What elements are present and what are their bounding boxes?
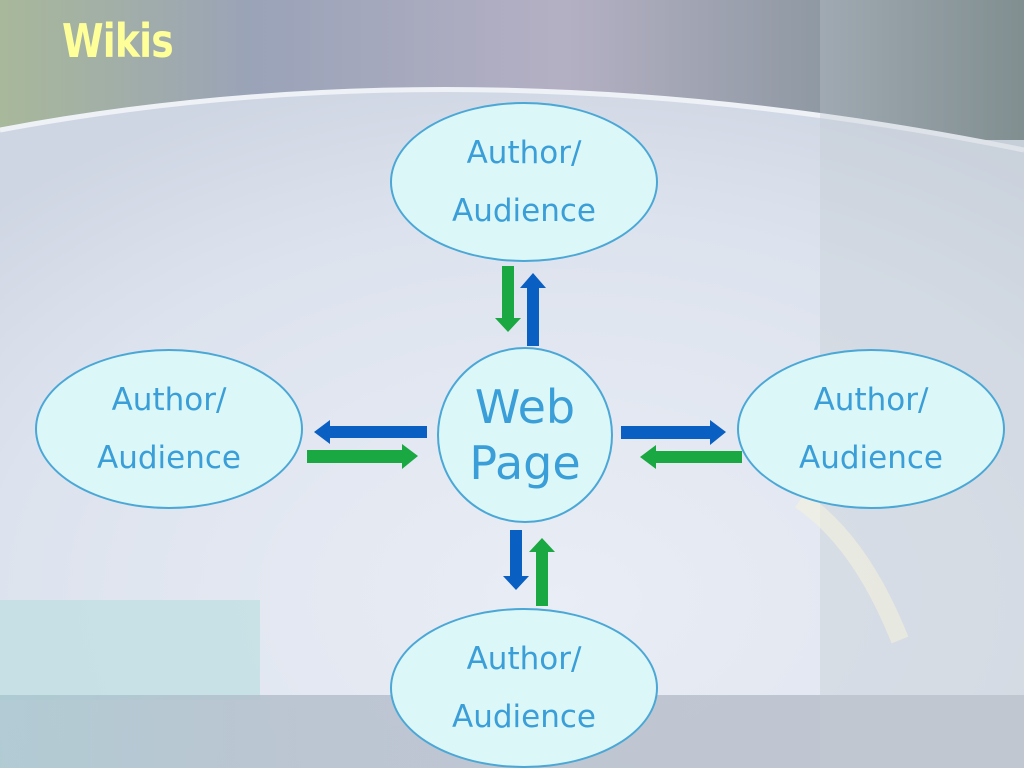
- arrow-right-right-blue: [621, 420, 726, 445]
- center-line2: Page: [469, 436, 581, 490]
- center-line1: Web: [474, 380, 576, 434]
- node-top-line2: Audience: [452, 193, 596, 229]
- node-left: Author/ Audience: [35, 349, 303, 509]
- arrow-left-right-green: [307, 444, 418, 469]
- node-left-line2: Audience: [97, 440, 241, 476]
- node-bottom-line1: Author/: [466, 641, 582, 677]
- node-top-line1: Author/: [466, 135, 582, 171]
- node-web-page: Web Page: [437, 347, 613, 523]
- node-right-line2: Audience: [799, 440, 943, 476]
- node-bottom: Author/ Audience: [390, 608, 658, 768]
- arrow-bottom-down-blue: [503, 530, 529, 590]
- slide-title: Wikis: [62, 14, 174, 68]
- node-right: Author/ Audience: [737, 349, 1005, 509]
- arrow-left-left-blue: [314, 420, 427, 444]
- arrow-bottom-up-green: [529, 538, 555, 606]
- arrow-top-up-blue: [520, 273, 546, 346]
- node-bottom-line2: Audience: [452, 699, 596, 735]
- arrow-right-left-green: [640, 445, 742, 469]
- node-top: Author/ Audience: [390, 102, 658, 262]
- node-left-line1: Author/: [111, 382, 227, 418]
- node-right-line1: Author/: [813, 382, 929, 418]
- arrow-top-down-green: [495, 266, 521, 332]
